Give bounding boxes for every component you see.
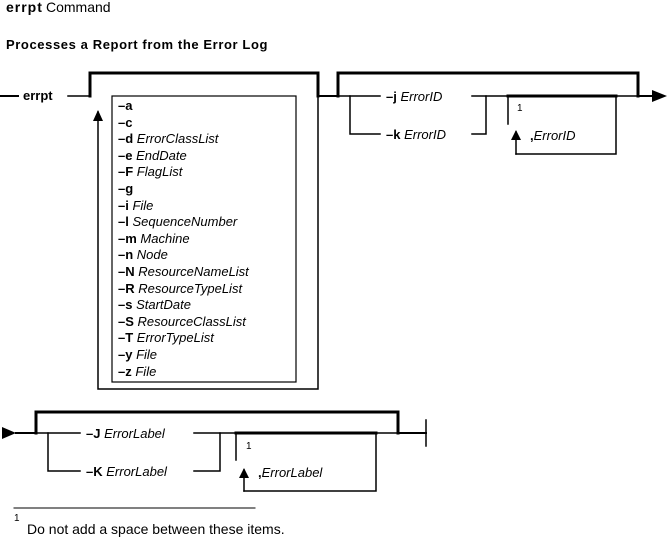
flag-loop-arrow [93, 110, 103, 121]
flag-param: ErrorClassList [136, 131, 219, 147]
footnote-marker: 1 [14, 513, 20, 524]
page-subtitle: Processes a Report from the Error Log [6, 37, 269, 52]
flag-letter: –j [386, 89, 397, 104]
flag-param: ResourceClassList [137, 313, 246, 329]
flag-letter: –k [386, 127, 401, 142]
id-repeat-arrow [511, 130, 521, 140]
flag-param: ErrorID [400, 89, 443, 104]
flag-letter: –i [118, 197, 129, 213]
flag-item: –d ErrorClassList [118, 131, 218, 146]
flag-letter: –s [118, 297, 133, 313]
id-choice-j: –j ErrorID [386, 89, 442, 104]
flag-letter: –K [86, 464, 103, 479]
flag-item: –F FlagList [118, 164, 182, 179]
flag-letter: –l [118, 214, 129, 230]
flag-param: File [132, 197, 154, 213]
flag-item: –a [118, 98, 132, 113]
flag-letter: –d [118, 131, 134, 147]
flag-letter: –g [118, 181, 134, 196]
flag-letter: –n [118, 247, 134, 263]
flag-item: –g [118, 181, 133, 196]
flag-param: EndDate [136, 147, 187, 163]
id-repeat-box [507, 95, 617, 155]
row2-start-arrow [2, 427, 16, 439]
flag-item: –R ResourceTypeList [118, 281, 242, 296]
flag-param: SequenceNumber [132, 214, 238, 230]
flag-param: ErrorTypeList [136, 330, 214, 346]
flag-item: –e EndDate [118, 148, 187, 163]
flag-item: –c [118, 115, 132, 130]
id-choice-right [471, 95, 487, 135]
flag-item: –m Machine [118, 231, 190, 246]
row1-continue-arrow [652, 90, 667, 102]
flag-param: FlagList [136, 164, 183, 180]
command-heading-suffix: Command [46, 0, 111, 15]
flag-param: File [136, 347, 158, 362]
flag-item: –N ResourceNameList [118, 264, 249, 279]
label-choice-bottom [47, 432, 81, 472]
id-footnote-marker: 1 [517, 103, 523, 114]
flag-letter: –y [118, 347, 133, 362]
flag-param: ResourceNameList [138, 264, 249, 279]
flag-param: File [135, 363, 157, 379]
flag-letter: –T [118, 330, 134, 346]
syntax-command: errpt [23, 88, 53, 103]
id-skip-path [336, 71, 640, 98]
flag-letter: –F [118, 164, 134, 180]
flag-letter: –c [118, 114, 133, 130]
flag-item: –n Node [118, 247, 168, 262]
footnote-text: Do not add a space between these items. [27, 521, 285, 537]
label-skip-path [34, 410, 400, 435]
flag-item: –z File [118, 364, 156, 379]
flag-param: ResourceTypeList [138, 280, 243, 296]
label-choice-K: –K ErrorLabel [86, 464, 167, 479]
flag-letter: –m [118, 230, 137, 246]
flag-param: ErrorLabel [104, 426, 165, 441]
flag-item: –i File [118, 198, 153, 213]
label-choice-right [193, 432, 221, 472]
flag-letter: –J [86, 426, 101, 441]
flag-param: Node [136, 247, 168, 263]
flag-item: –T ErrorTypeList [118, 330, 214, 345]
id-repeat-label: ,ErrorID [530, 128, 576, 143]
flag-item: –l SequenceNumber [118, 214, 237, 229]
label-repeat-box [235, 432, 377, 492]
flag-letter: –a [118, 98, 133, 113]
flag-letter: –R [118, 280, 135, 296]
command-name-heading: errpt [6, 0, 43, 15]
flag-param: StartDate [136, 297, 192, 313]
flag-letter: –e [118, 147, 133, 163]
id-choice-bottom [349, 95, 381, 135]
flag-loop-path [97, 95, 319, 390]
flag-item: –y File [118, 347, 157, 362]
label-choice-J: –J ErrorLabel [86, 426, 165, 441]
flag-skip-path [88, 71, 320, 98]
flag-item: –S ResourceClassList [118, 314, 246, 329]
label-repeat-arrow [239, 468, 249, 478]
flag-item: –s StartDate [118, 297, 191, 312]
flag-param: ErrorLabel [106, 464, 167, 479]
id-choice-k: –k ErrorID [386, 127, 446, 142]
flag-param: ErrorID [404, 127, 446, 142]
flag-letter: –S [118, 313, 134, 329]
flag-letter: –N [118, 264, 135, 279]
flag-letter: –z [118, 363, 132, 379]
label-footnote-marker: 1 [246, 441, 252, 452]
flag-list-box [111, 95, 297, 383]
flag-param: Machine [140, 230, 190, 246]
label-repeat-label: ,ErrorLabel [258, 465, 323, 480]
